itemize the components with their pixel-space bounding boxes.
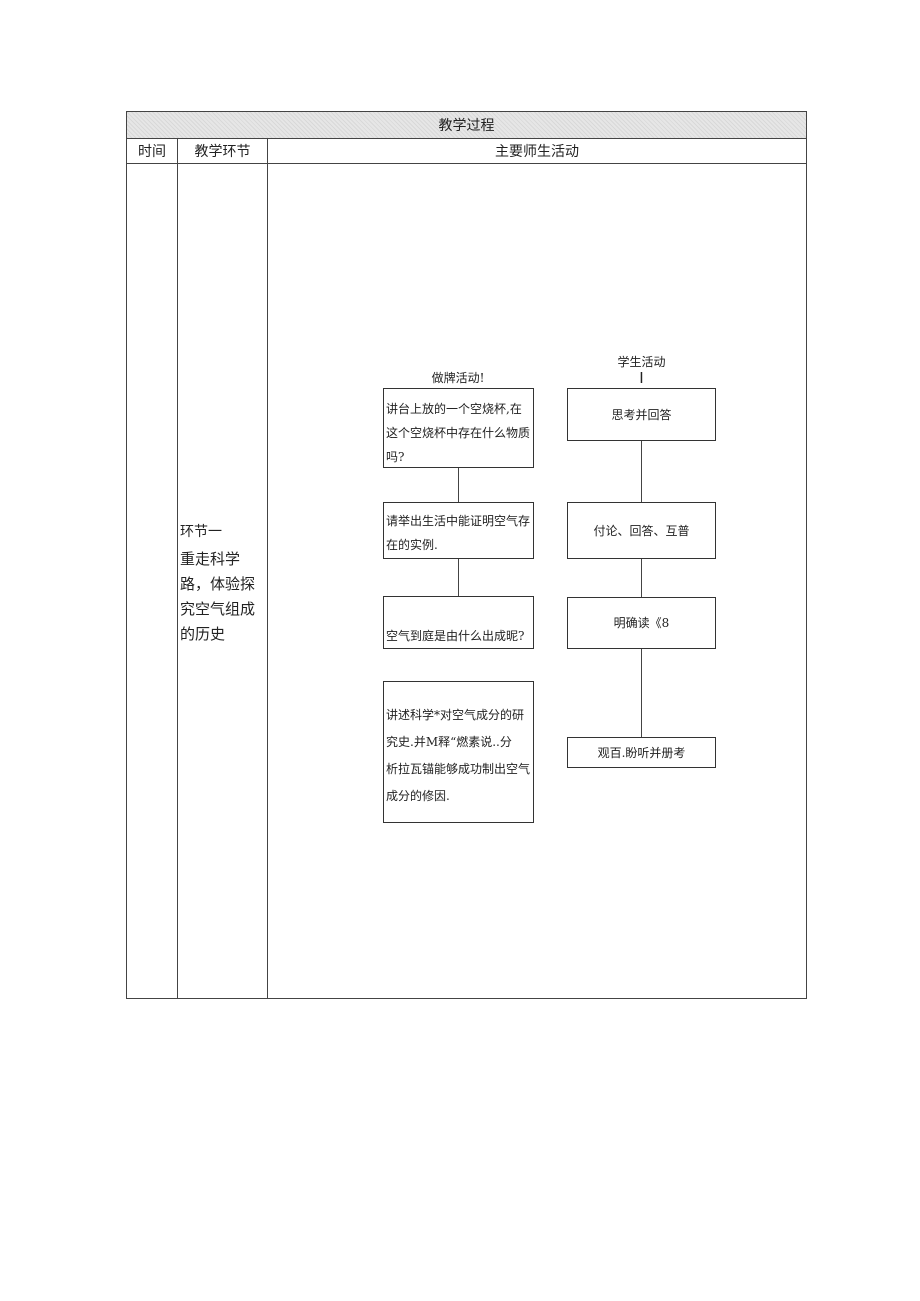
teacher-step-box: 讲述科学*对空气成分的研 究史.并M释“燃素说..分 析拉瓦锚能够成功制出空气 … (383, 681, 534, 823)
student-step-box: 思考并回答 (567, 388, 716, 441)
teacher-step-line: 讲述科学*对空气成分的研 (386, 708, 525, 722)
teacher-flow-connector (458, 558, 459, 597)
stage-title: 环节一 (180, 524, 222, 540)
stage-description-line: 的历史 (180, 625, 226, 643)
teacher-step-box: 讲台上放的一个空烧杯,在 这个空烧杯中存在什么物质 吗? (383, 388, 534, 468)
stage-description-line: 重走科学 (180, 550, 241, 568)
teacher-step-box: 请举出生活中能证明空气存 在的实例. (383, 502, 534, 559)
table-row-divider (126, 163, 807, 164)
column-header-stage: 教学环节 (194, 144, 251, 160)
student-activity-header: 学生活动 (617, 355, 666, 369)
teacher-step-line: 讲台上放的一个空烧杯,在 (386, 402, 522, 416)
table-border-top (126, 111, 807, 112)
student-step-box: 付论、回答、互普 (567, 502, 716, 559)
column-divider (177, 138, 178, 999)
student-header-marker: I (639, 369, 644, 387)
student-flow-connector (641, 558, 642, 597)
teacher-step-line: 析拉瓦锚能够成功制出空气 (386, 762, 531, 776)
table-title: 教学过程 (438, 118, 495, 134)
stage-description: 重走科学 路，体验探 究空气组成 的历史 (180, 547, 266, 647)
table-border-right (806, 111, 807, 999)
table-border-left (126, 111, 127, 999)
stage-description-line: 路，体验探 (180, 575, 256, 593)
teacher-step-box: 空气到庭是由什么出成昵? (383, 596, 534, 649)
student-flow-connector (641, 648, 642, 737)
teacher-step-line: 成分的修因. (386, 789, 450, 803)
teacher-step-line: 吗? (386, 450, 405, 464)
teacher-step-line: 空气到庭是由什么出成昵? (386, 629, 525, 643)
table-title-band (127, 111, 806, 138)
student-step-box: 明确读《8 (567, 597, 716, 649)
table-row-divider (126, 138, 807, 139)
student-step-box: 观百.盼听并册考 (567, 737, 716, 768)
student-flow-connector (641, 440, 642, 502)
column-header-time: 时间 (138, 144, 166, 160)
teacher-activity-header: 做牌活动! (431, 371, 485, 385)
teacher-flow-connector (458, 467, 459, 502)
table-border-bottom (126, 998, 807, 999)
column-header-activities: 主要师生活动 (495, 144, 579, 160)
stage-description-line: 究空气组成 (180, 600, 256, 618)
teacher-step-line: 这个空烧杯中存在什么物质 (386, 426, 531, 440)
teacher-step-line: 在的实例. (386, 538, 438, 552)
teacher-step-line: 请举出生活中能证明空气存 (386, 514, 531, 528)
teacher-step-line: 究史.并M释“燃素说..分 (386, 735, 512, 749)
column-divider (267, 138, 268, 999)
